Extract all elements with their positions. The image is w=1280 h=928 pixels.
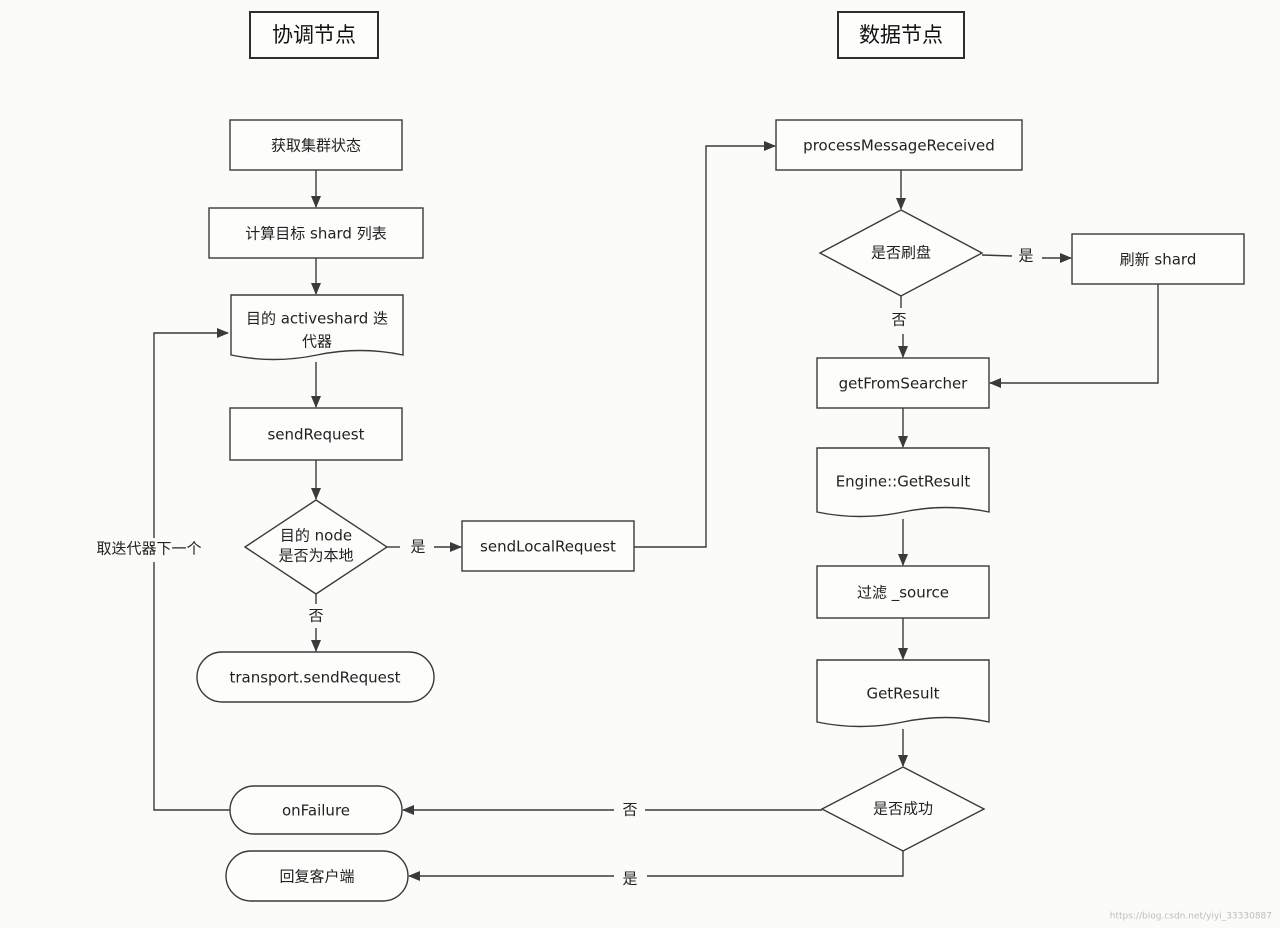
decision-is-local-node: 目的 node 是否为本地 bbox=[243, 499, 389, 595]
node-refresh-shard: 刷新 shard bbox=[1071, 233, 1245, 285]
decision-is-success-label: 是否成功 bbox=[873, 800, 933, 818]
node-on-failure: onFailure bbox=[229, 785, 403, 835]
header-data-node-label: 数据节点 bbox=[859, 23, 943, 47]
node-process-message-received: processMessageReceived bbox=[775, 119, 1023, 171]
node-reply-client-label: 回复客户端 bbox=[279, 868, 354, 886]
node-transport-send-request-label: transport.sendRequest bbox=[229, 669, 400, 687]
node-get-result: GetResult bbox=[816, 659, 990, 728]
node-send-local-request-label: sendLocalRequest bbox=[480, 538, 616, 556]
decision-should-refresh-label: 是否刷盘 bbox=[871, 244, 931, 262]
node-get-from-searcher-label: getFromSearcher bbox=[839, 375, 969, 393]
edge-label-local-no: 否 bbox=[308, 607, 323, 625]
node-filter-source-label: 过滤 _source bbox=[857, 584, 949, 603]
node-on-failure-label: onFailure bbox=[282, 802, 350, 820]
edge-label-bg bbox=[84, 538, 214, 562]
edge-label-success-no: 否 bbox=[622, 801, 637, 819]
node-send-request-label: sendRequest bbox=[267, 426, 364, 444]
node-compute-shards: 计算目标 shard 列表 bbox=[208, 207, 424, 259]
decision-should-refresh: 是否刷盘 bbox=[818, 209, 984, 297]
node-refresh-shard-label: 刷新 shard bbox=[1120, 251, 1197, 269]
node-get-result-label: GetResult bbox=[866, 685, 939, 703]
edge-success-yes-a bbox=[647, 851, 904, 877]
decision-is-local-label-2: 是否为本地 bbox=[278, 547, 353, 565]
node-compute-shards-label: 计算目标 shard 列表 bbox=[245, 225, 386, 243]
header-data-node: 数据节点 bbox=[837, 11, 965, 59]
edge-local-to-process bbox=[634, 141, 776, 548]
edge-label-next-iterator: 取迭代器下一个 bbox=[96, 540, 201, 558]
node-transport-send-request: transport.sendRequest bbox=[196, 651, 435, 703]
edge-label-refresh-yes: 是 bbox=[1018, 247, 1033, 265]
node-engine-get-result: Engine::GetResult bbox=[816, 447, 990, 518]
edge-label-success-yes: 是 bbox=[622, 870, 637, 888]
watermark: https://blog.csdn.net/yiyi_33330887 bbox=[1110, 912, 1272, 922]
node-shard-iterator-label-2: 代器 bbox=[302, 333, 332, 351]
node-shard-iterator-label-1: 目的 activeshard 迭 bbox=[246, 310, 388, 328]
node-get-cluster-state: 获取集群状态 bbox=[229, 119, 403, 171]
node-reply-client: 回复客户端 bbox=[225, 850, 409, 902]
node-get-cluster-state-label: 获取集群状态 bbox=[271, 137, 361, 155]
edge-label-refresh-no: 否 bbox=[891, 311, 906, 329]
node-send-request: sendRequest bbox=[229, 407, 403, 461]
node-shard-iterator: 目的 activeshard 迭 代器 bbox=[230, 294, 404, 361]
header-coordinator: 协调节点 bbox=[249, 11, 379, 59]
node-process-message-received-label: processMessageReceived bbox=[803, 137, 995, 155]
node-get-from-searcher: getFromSearcher bbox=[816, 357, 990, 409]
edge-refresh-yes-a bbox=[981, 254, 1013, 257]
node-engine-get-result-label: Engine::GetResult bbox=[836, 473, 971, 491]
header-coordinator-label: 协调节点 bbox=[272, 23, 356, 47]
edge-refresh-to-searcher bbox=[989, 284, 1159, 388]
node-send-local-request: sendLocalRequest bbox=[461, 520, 635, 572]
edge-label-local-yes: 是 bbox=[410, 538, 425, 556]
decision-is-success: 是否成功 bbox=[820, 766, 986, 852]
decision-is-local-label-1: 目的 node bbox=[280, 527, 352, 545]
edge-failure-to-iterator bbox=[153, 328, 230, 811]
node-filter-source: 过滤 _source bbox=[816, 565, 990, 619]
